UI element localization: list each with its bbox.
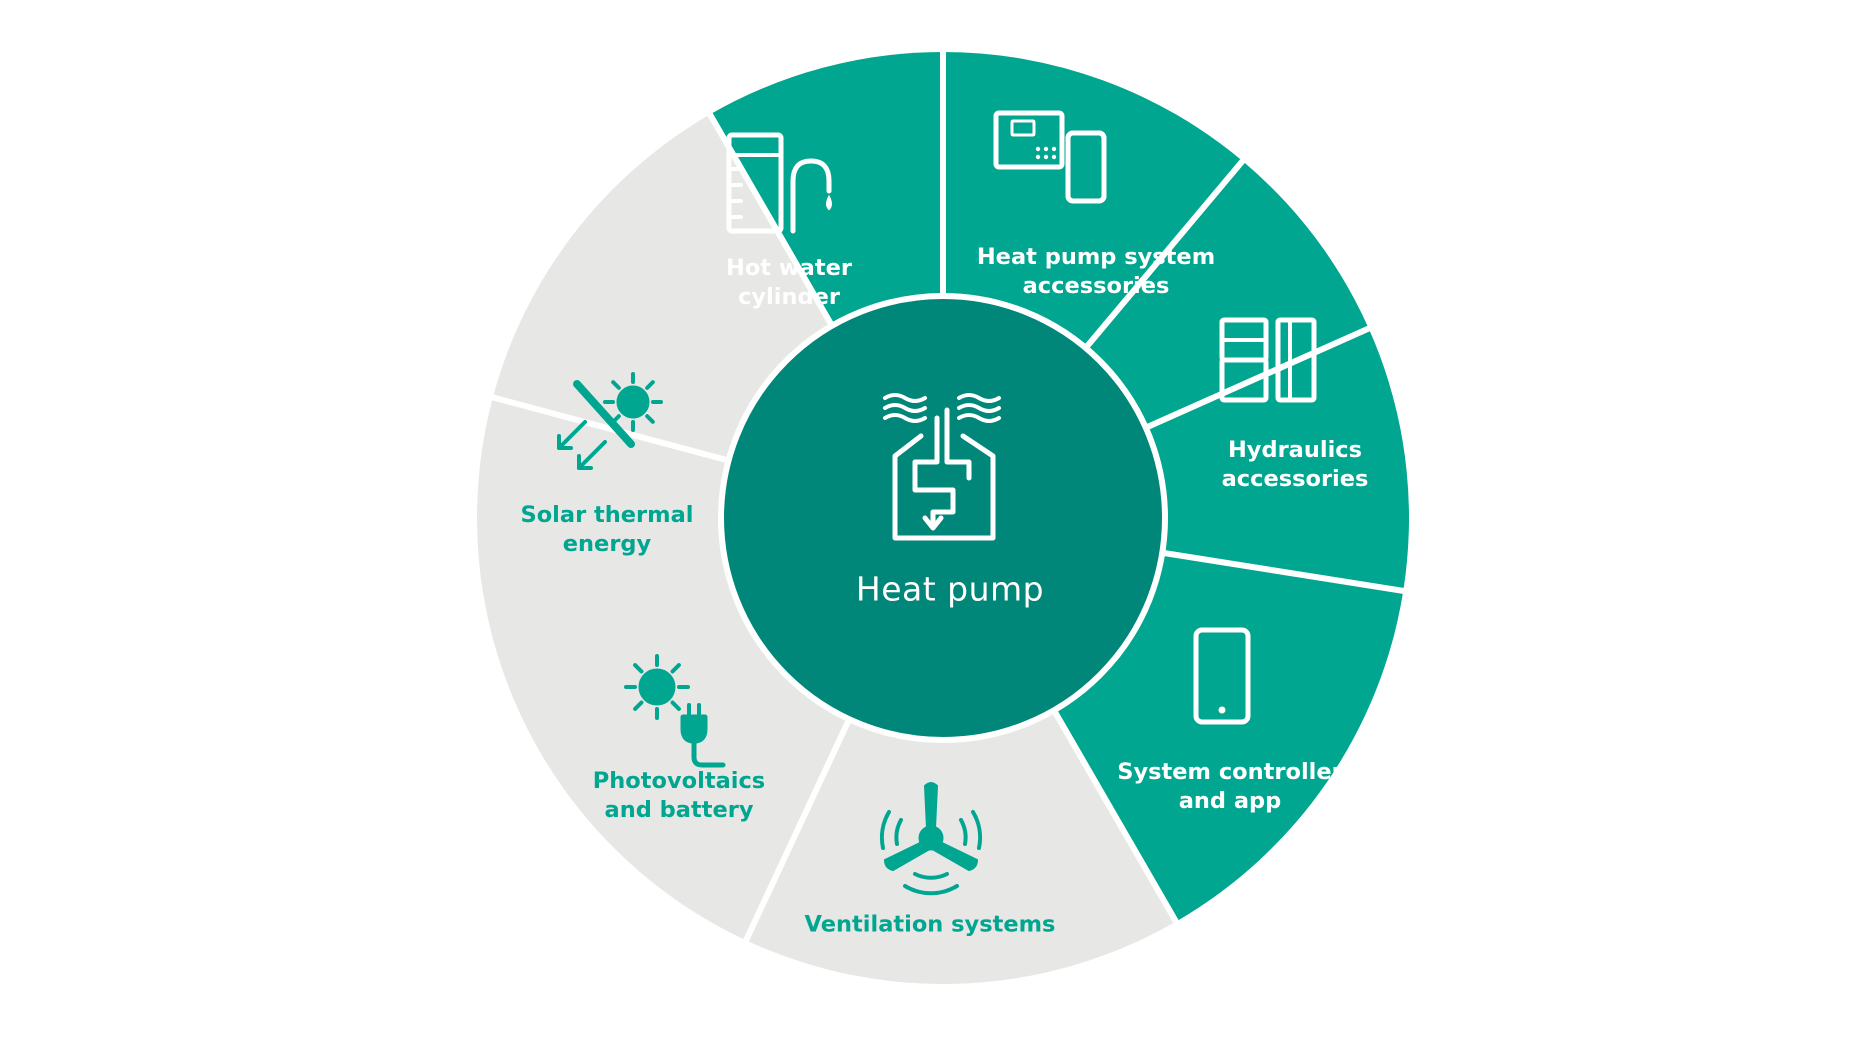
label-photovoltaics-and-battery: Photovoltaics and battery xyxy=(593,767,765,825)
control-unit-and-phone-icon xyxy=(993,110,1107,204)
label-line: cylinder xyxy=(738,284,840,310)
sun-plug-icon xyxy=(624,654,726,768)
label-ventilation-systems: Ventilation systems xyxy=(805,911,1056,940)
label-line: Hot water xyxy=(726,255,852,281)
label-line: Photovoltaics xyxy=(592,768,766,794)
label-line: Heat pump system xyxy=(976,244,1216,270)
label-hydraulics-accessories: Hydraulics accessories xyxy=(1222,436,1369,494)
segment-ventilation-systems xyxy=(746,518,1176,985)
label-solar-thermal-energy: Solar thermal energy xyxy=(521,501,694,559)
label-line: accessories xyxy=(1022,273,1170,299)
label-line: System controller xyxy=(1117,759,1343,785)
heat-pump-icon xyxy=(883,393,1001,541)
center-title: Heat pump xyxy=(855,569,1045,609)
smartphone-icon xyxy=(1193,627,1251,725)
label-hot-water-cylinder: Hot water cylinder xyxy=(726,254,852,312)
label-line: Ventilation systems xyxy=(804,911,1056,938)
label-system-controller-and-app: System controller and app xyxy=(1117,758,1342,816)
fan-icon xyxy=(879,782,983,896)
label-line: accessories xyxy=(1221,466,1369,492)
solar-collector-icon xyxy=(557,372,663,470)
label-line: and battery xyxy=(604,797,754,823)
label-heat-pump-system-accessories: Heat pump system accessories xyxy=(977,243,1215,301)
icon-layer xyxy=(557,110,1317,896)
hot-water-tap-icon xyxy=(726,132,832,234)
label-line: Solar thermal xyxy=(520,502,694,528)
label-line: energy xyxy=(562,531,652,557)
hydraulic-modules-icon xyxy=(1219,317,1317,403)
label-line: Hydraulics xyxy=(1227,437,1363,463)
label-line: and app xyxy=(1178,788,1282,814)
